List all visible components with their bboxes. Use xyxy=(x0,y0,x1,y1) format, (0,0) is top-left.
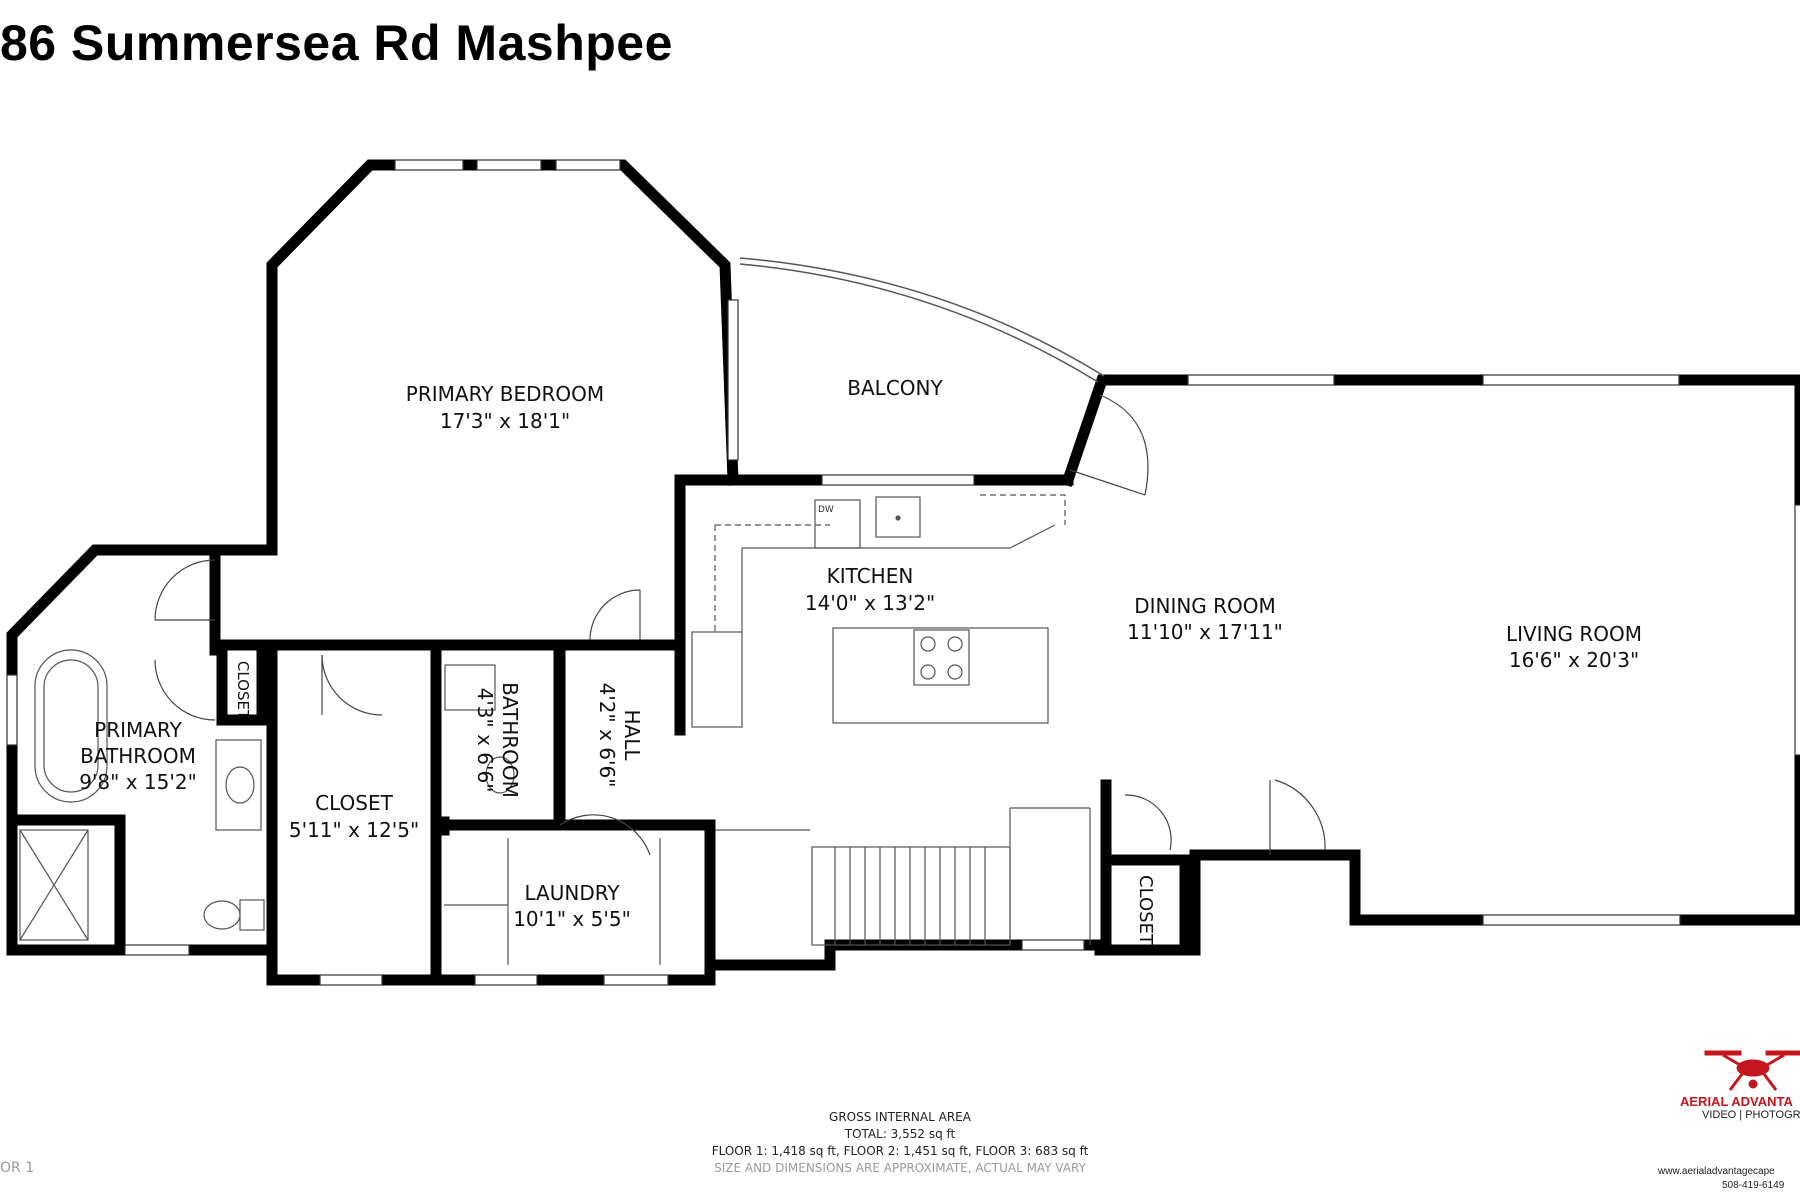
logo-subtitle: VIDEO | PHOTOGRAPH xyxy=(1702,1109,1800,1121)
room-kitchen-name: KITCHEN xyxy=(827,564,914,588)
footer-total: TOTAL: 3,552 sq ft xyxy=(844,1127,956,1141)
floor-tag: OR 1 xyxy=(0,1160,35,1176)
footer-disclaimer: SIZE AND DIMENSIONS ARE APPROXIMATE, ACT… xyxy=(714,1161,1086,1175)
bath-fixtures xyxy=(19,649,515,941)
room-hall-name: HALL xyxy=(620,709,644,761)
windows xyxy=(6,159,1800,986)
room-primary-bathroom-name-2: BATHROOM xyxy=(80,744,196,768)
stairs xyxy=(715,807,1091,946)
logo-name: AERIAL ADVANTA xyxy=(1680,1094,1793,1109)
room-closet-dims: 5'11" x 12'5" xyxy=(289,818,419,842)
room-closet-small-name: CLOSET xyxy=(234,661,252,720)
room-labels: PRIMARY BEDROOM 17'3" x 18'1" BALCONY KI… xyxy=(79,376,1642,946)
room-primary-bathroom-name-1: PRIMARY xyxy=(94,718,182,742)
room-dining-dims: 11'10" x 17'11" xyxy=(1127,620,1283,644)
room-closet-name: CLOSET xyxy=(315,791,393,815)
footer-floors: FLOOR 1: 1,418 sq ft, FLOOR 2: 1,451 sq … xyxy=(711,1144,1089,1158)
room-hall-dims: 4'2" x 6'6" xyxy=(595,683,619,788)
room-bathroom-name: BATHROOM xyxy=(498,682,522,798)
room-balcony-name: BALCONY xyxy=(847,376,943,400)
footer-heading: GROSS INTERNAL AREA xyxy=(829,1110,971,1124)
logo-drone-icon xyxy=(1704,1050,1800,1091)
walls xyxy=(6,159,1800,986)
room-laundry-name: LAUNDRY xyxy=(524,881,620,905)
room-laundry-dims: 10'1" x 5'5" xyxy=(513,907,631,931)
room-living-dims: 16'6" x 20'3" xyxy=(1509,648,1639,672)
page-title: 86 Summersea Rd Mashpee xyxy=(0,15,673,71)
room-primary-bathroom-dims: 9'8" x 15'2" xyxy=(79,770,197,794)
room-bathroom-dims: 4'3" x 6'6" xyxy=(473,688,497,793)
room-living-name: LIVING ROOM xyxy=(1506,622,1642,646)
logo-phone: 508-419-6149 xyxy=(1722,1180,1785,1191)
balcony-rail xyxy=(739,257,1105,383)
doors xyxy=(154,394,1326,856)
kitchen-fixtures: DW xyxy=(691,494,1066,728)
room-primary-bedroom-name: PRIMARY BEDROOM xyxy=(406,382,604,406)
room-primary-bedroom-dims: 17'3" x 18'1" xyxy=(440,409,570,433)
room-dining-name: DINING ROOM xyxy=(1134,594,1276,618)
dishwasher-label: DW xyxy=(818,505,834,515)
logo-url: www.aerialadvantagecape xyxy=(1658,1166,1775,1177)
laundry-fixtures xyxy=(444,838,661,965)
room-closet-right-name: CLOSET xyxy=(1135,875,1156,946)
room-kitchen-dims: 14'0" x 13'2" xyxy=(805,591,935,615)
